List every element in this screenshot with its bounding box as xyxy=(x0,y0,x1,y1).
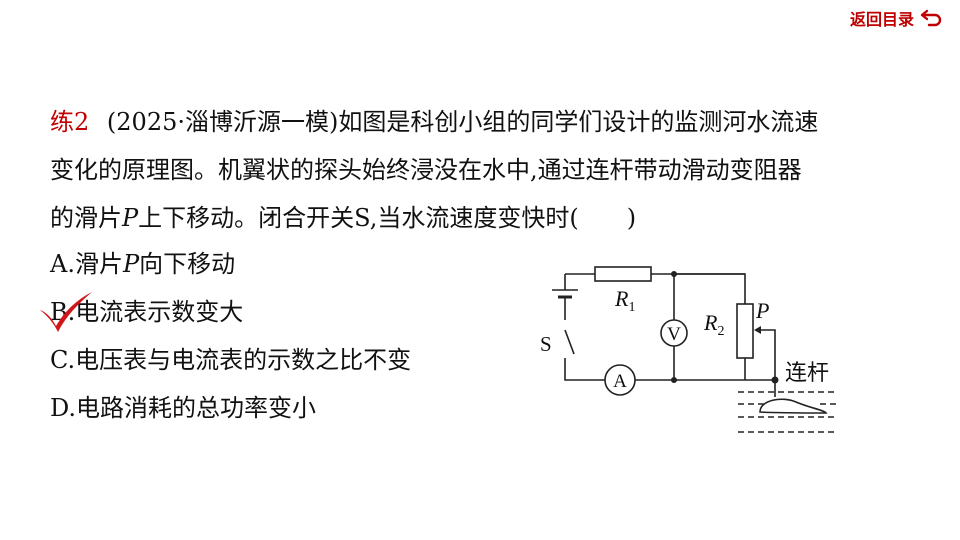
option-a-suffix: 向下移动 xyxy=(139,250,236,278)
r2-subscript: 2 xyxy=(717,324,724,339)
wire-r2-branch xyxy=(674,273,746,380)
voltmeter-label: V xyxy=(667,324,681,345)
check-mark-icon xyxy=(40,292,92,332)
r2-label: R xyxy=(703,310,718,335)
r1-label: R xyxy=(614,286,629,311)
question-stem: 练2 (2025·淄博沂源一模)如图是科创小组的同学们设计的监测河水流速 变化的… xyxy=(50,98,910,242)
slider-label: P xyxy=(755,298,769,323)
question-text-line1: (2025·淄博沂源一模)如图是科创小组的同学们设计的监测河水流速 xyxy=(106,108,819,136)
switch-label: S xyxy=(540,332,552,356)
wing-probe xyxy=(759,398,828,414)
option-a-prefix: A.滑片 xyxy=(50,250,123,278)
r1-subscript: 1 xyxy=(628,300,635,315)
junction xyxy=(771,376,779,384)
junction xyxy=(671,377,677,383)
wire-left-lower xyxy=(564,358,605,381)
switch-blade xyxy=(564,329,575,355)
question-text-line2: 变化的原理图。机翼状的探头始终浸没在水中,通过连杆带动滑动变阻器 xyxy=(50,156,802,184)
option-c[interactable]: C.电压表与电流表的示数之比不变 xyxy=(50,344,411,376)
slider-variable: P xyxy=(122,204,139,232)
voltmeter xyxy=(660,319,688,347)
svg-text:R1: R1 xyxy=(614,286,635,315)
option-c-text: C.电压表与电流表的示数之比不变 xyxy=(50,346,412,374)
option-d-text: D.电路消耗的总功率变小 xyxy=(50,394,317,422)
option-a[interactable]: A.滑片P向下移动 xyxy=(50,248,235,280)
rod-label: 连杆 xyxy=(785,360,829,385)
question-number: 练2 xyxy=(50,108,90,136)
resistor-r1 xyxy=(594,266,652,282)
back-to-contents-link[interactable]: 返回目录 xyxy=(850,6,944,30)
circuit-diagram: V A R1 R2 P S 连杆 xyxy=(540,266,838,433)
question-text-line3-a: 的滑片 xyxy=(50,204,122,232)
ammeter-label: A xyxy=(613,371,627,392)
junction xyxy=(671,271,677,277)
option-b-text: B.电流表示数变大 xyxy=(50,298,244,326)
option-a-variable: P xyxy=(122,250,140,278)
back-label: 返回目录 xyxy=(849,10,914,29)
question-text-line3-b: 上下移动。闭合开关S,当水流速度变快时( ) xyxy=(138,204,637,232)
resistor-r2 xyxy=(736,303,754,359)
ammeter xyxy=(604,364,636,396)
return-arrow-icon xyxy=(920,9,942,27)
svg-text:R2: R2 xyxy=(703,310,724,339)
slider-arrow xyxy=(754,326,761,334)
option-d[interactable]: D.电路消耗的总功率变小 xyxy=(50,392,316,424)
slider-wire xyxy=(758,329,776,380)
option-b[interactable]: B.电流表示数变大 xyxy=(50,296,243,328)
